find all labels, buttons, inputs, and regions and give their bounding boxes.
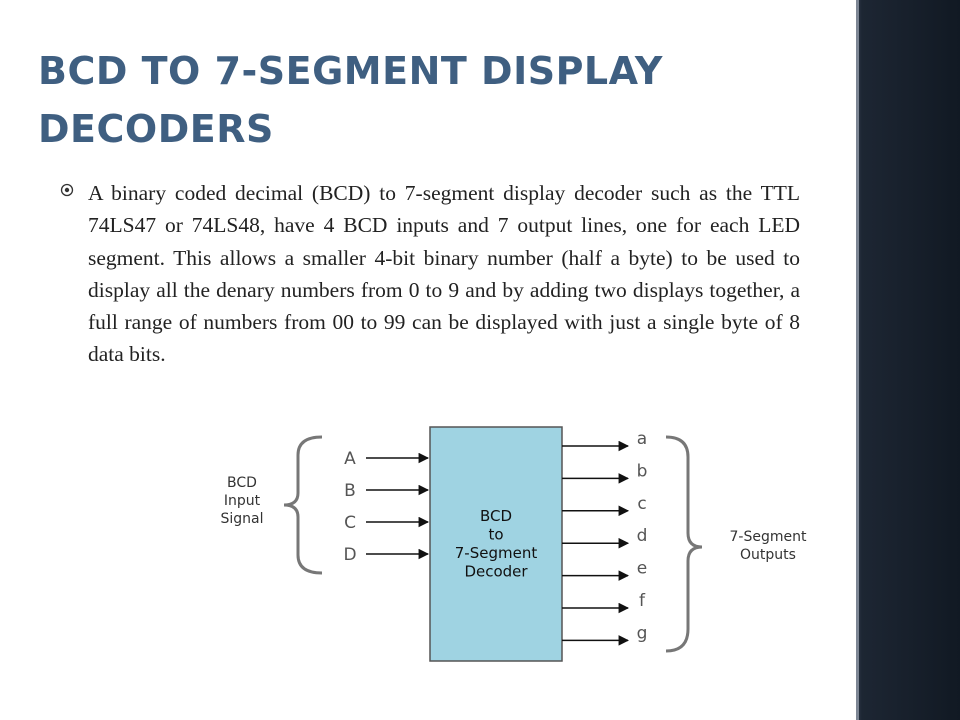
output-label-c: c bbox=[637, 494, 646, 514]
decoder-label-line: Decoder bbox=[464, 563, 528, 581]
input-label-c: C bbox=[344, 513, 356, 533]
circled-dot-icon bbox=[60, 183, 74, 197]
input-group-label-line: Input bbox=[224, 493, 261, 509]
input-brace bbox=[283, 435, 323, 575]
output-label-d: d bbox=[637, 526, 648, 546]
sidebar-decoration bbox=[856, 0, 960, 720]
output-label-e: e bbox=[637, 559, 647, 579]
output-group-label-line: 7-Segment bbox=[730, 529, 807, 545]
decoder-label-line: BCD bbox=[480, 507, 512, 525]
output-label-b: b bbox=[637, 461, 648, 481]
bullet-text: A binary coded decimal (BCD) to 7-segmen… bbox=[88, 181, 800, 367]
input-group-label-line: BCD bbox=[227, 475, 257, 491]
slide-title: BCD to 7-Segment Display Decoders bbox=[38, 49, 663, 151]
output-label-f: f bbox=[639, 591, 646, 611]
output-brace bbox=[665, 435, 703, 653]
bullet-item: A binary coded decimal (BCD) to 7-segmen… bbox=[60, 177, 800, 371]
decoder-block bbox=[429, 426, 563, 662]
decoder-label-line: to bbox=[488, 526, 503, 544]
input-group-label-line: Signal bbox=[220, 511, 263, 527]
output-label-a: a bbox=[637, 429, 647, 449]
decoder-label-line: 7-Segment bbox=[455, 544, 538, 562]
output-group-label-line: Outputs bbox=[740, 547, 796, 563]
input-label-b: B bbox=[344, 481, 356, 501]
input-label-d: D bbox=[343, 545, 356, 565]
output-label-g: g bbox=[637, 623, 648, 643]
input-label-a: A bbox=[344, 449, 356, 469]
